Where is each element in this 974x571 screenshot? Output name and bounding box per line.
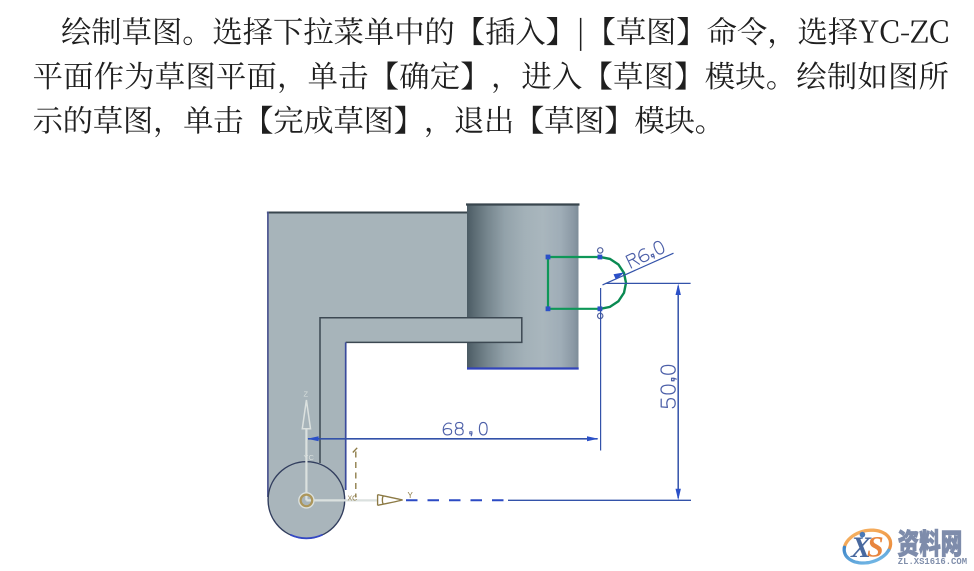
svg-text:S: S [867, 530, 884, 563]
svg-text:ZL.XS1616.COM: ZL.XS1616.COM [898, 557, 967, 567]
svg-text:Y: Y [408, 491, 414, 500]
svg-text:XC: XC [348, 496, 358, 503]
svg-text:YC: YC [304, 453, 315, 462]
svg-text:Z: Z [304, 390, 309, 399]
svg-text:X: X [850, 531, 872, 564]
